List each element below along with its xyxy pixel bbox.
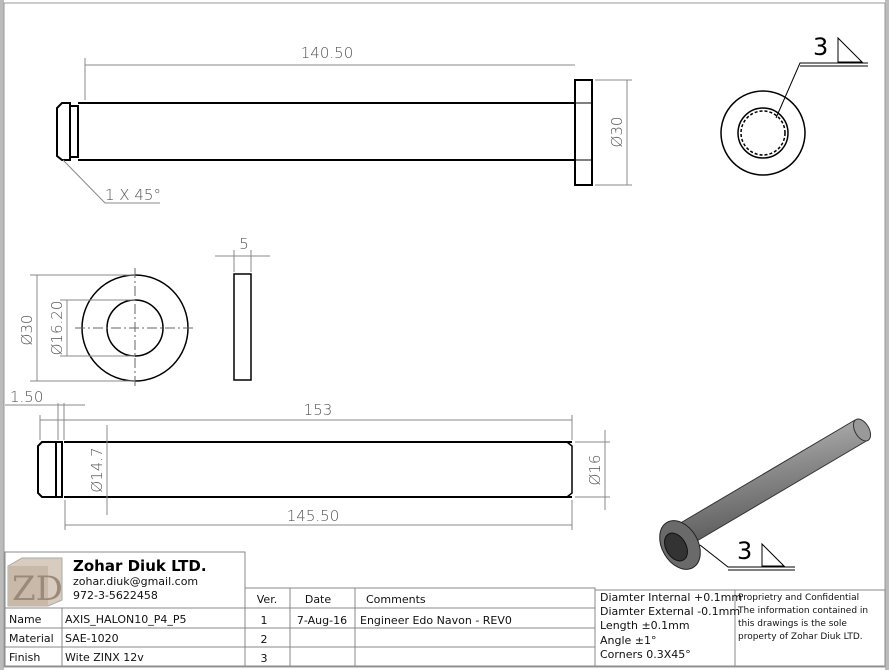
- washer-thickness-dim: 5: [239, 235, 249, 253]
- confidential-line-1: Proprietry and Confidential: [738, 593, 859, 603]
- field-value-name: AXIS_HALON10_P4_P5: [65, 613, 186, 626]
- confidential-line-4: property of Zohar Diuk LTD.: [738, 632, 863, 642]
- body-length-dim: 145.50: [287, 507, 340, 525]
- header-comments: Comments: [366, 593, 426, 606]
- company-logo: ZD: [7, 557, 63, 609]
- rev-1-comment: Engineer Edo Navon - REV0: [360, 614, 512, 627]
- rev-2-ver: 2: [261, 633, 268, 646]
- field-label-finish: Finish: [9, 651, 40, 664]
- side-view: 140.50 Ø30 1 X 45°: [56, 44, 632, 204]
- header-ver: Ver.: [257, 593, 277, 606]
- weld-size: 3: [813, 33, 828, 61]
- company-email: zohar.diuk@gmail.com: [73, 575, 198, 588]
- groove-width-dim: 1.50: [10, 388, 43, 406]
- rev-1-ver: 1: [261, 614, 268, 627]
- end-view: 3: [720, 33, 868, 176]
- company-name: Zohar Diuk LTD.: [73, 557, 207, 575]
- shaft-dia-dim: Ø16: [586, 455, 604, 486]
- tolerance-external: Diamter External -0.1mm: [600, 605, 740, 618]
- washer-side-view: 5: [215, 235, 270, 381]
- washer-inner-dia-dim: Ø16.20: [48, 301, 66, 356]
- title-block: ZD Zohar Diuk LTD. zohar.diuk@gmail.com …: [4, 551, 886, 667]
- sheet-frame: [3, 2, 886, 668]
- length-dim: 140.50: [301, 44, 354, 62]
- sheet-border-left: [0, 0, 4, 670]
- tolerance-internal: Diamter Internal +0.1mm: [600, 591, 742, 604]
- washer-front-view: Ø30 Ø16.20: [18, 268, 195, 388]
- flange-dia-dim: Ø30: [608, 117, 626, 148]
- field-label-name: Name: [9, 613, 42, 626]
- rev-3-ver: 3: [261, 652, 268, 665]
- tolerance-corners: Corners 0.3X45°: [600, 648, 691, 661]
- tolerance-angle: Angle ±1°: [600, 634, 657, 647]
- rev-1-date: 7-Aug-16: [297, 614, 347, 627]
- field-label-material: Material: [9, 632, 54, 645]
- confidential-line-2: The information contained in: [737, 606, 868, 616]
- field-value-finish: Wite ZINX 12v: [65, 651, 144, 664]
- confidential-line-3: this drawings is the sole: [738, 619, 847, 629]
- iso-weld-size: 3: [737, 537, 752, 565]
- sheet-border-right: [885, 0, 889, 670]
- overall-length-dim: 153: [304, 401, 333, 419]
- header-date: Date: [305, 593, 332, 606]
- svg-text:ZD: ZD: [12, 569, 63, 609]
- isometric-view: 3: [659, 418, 872, 571]
- groove-dia-dim: Ø14.7: [88, 447, 106, 492]
- shaft-view: 1.50 153 145.50 Ø14.7 Ø16: [5, 388, 610, 530]
- washer-outer-dia-dim: Ø30: [18, 315, 36, 346]
- chamfer-note: 1 X 45°: [105, 186, 161, 204]
- company-phone: 972-3-5622458: [73, 589, 158, 602]
- field-value-material: SAE-1020: [65, 632, 119, 645]
- tolerance-length: Length ±0.1mm: [600, 619, 690, 632]
